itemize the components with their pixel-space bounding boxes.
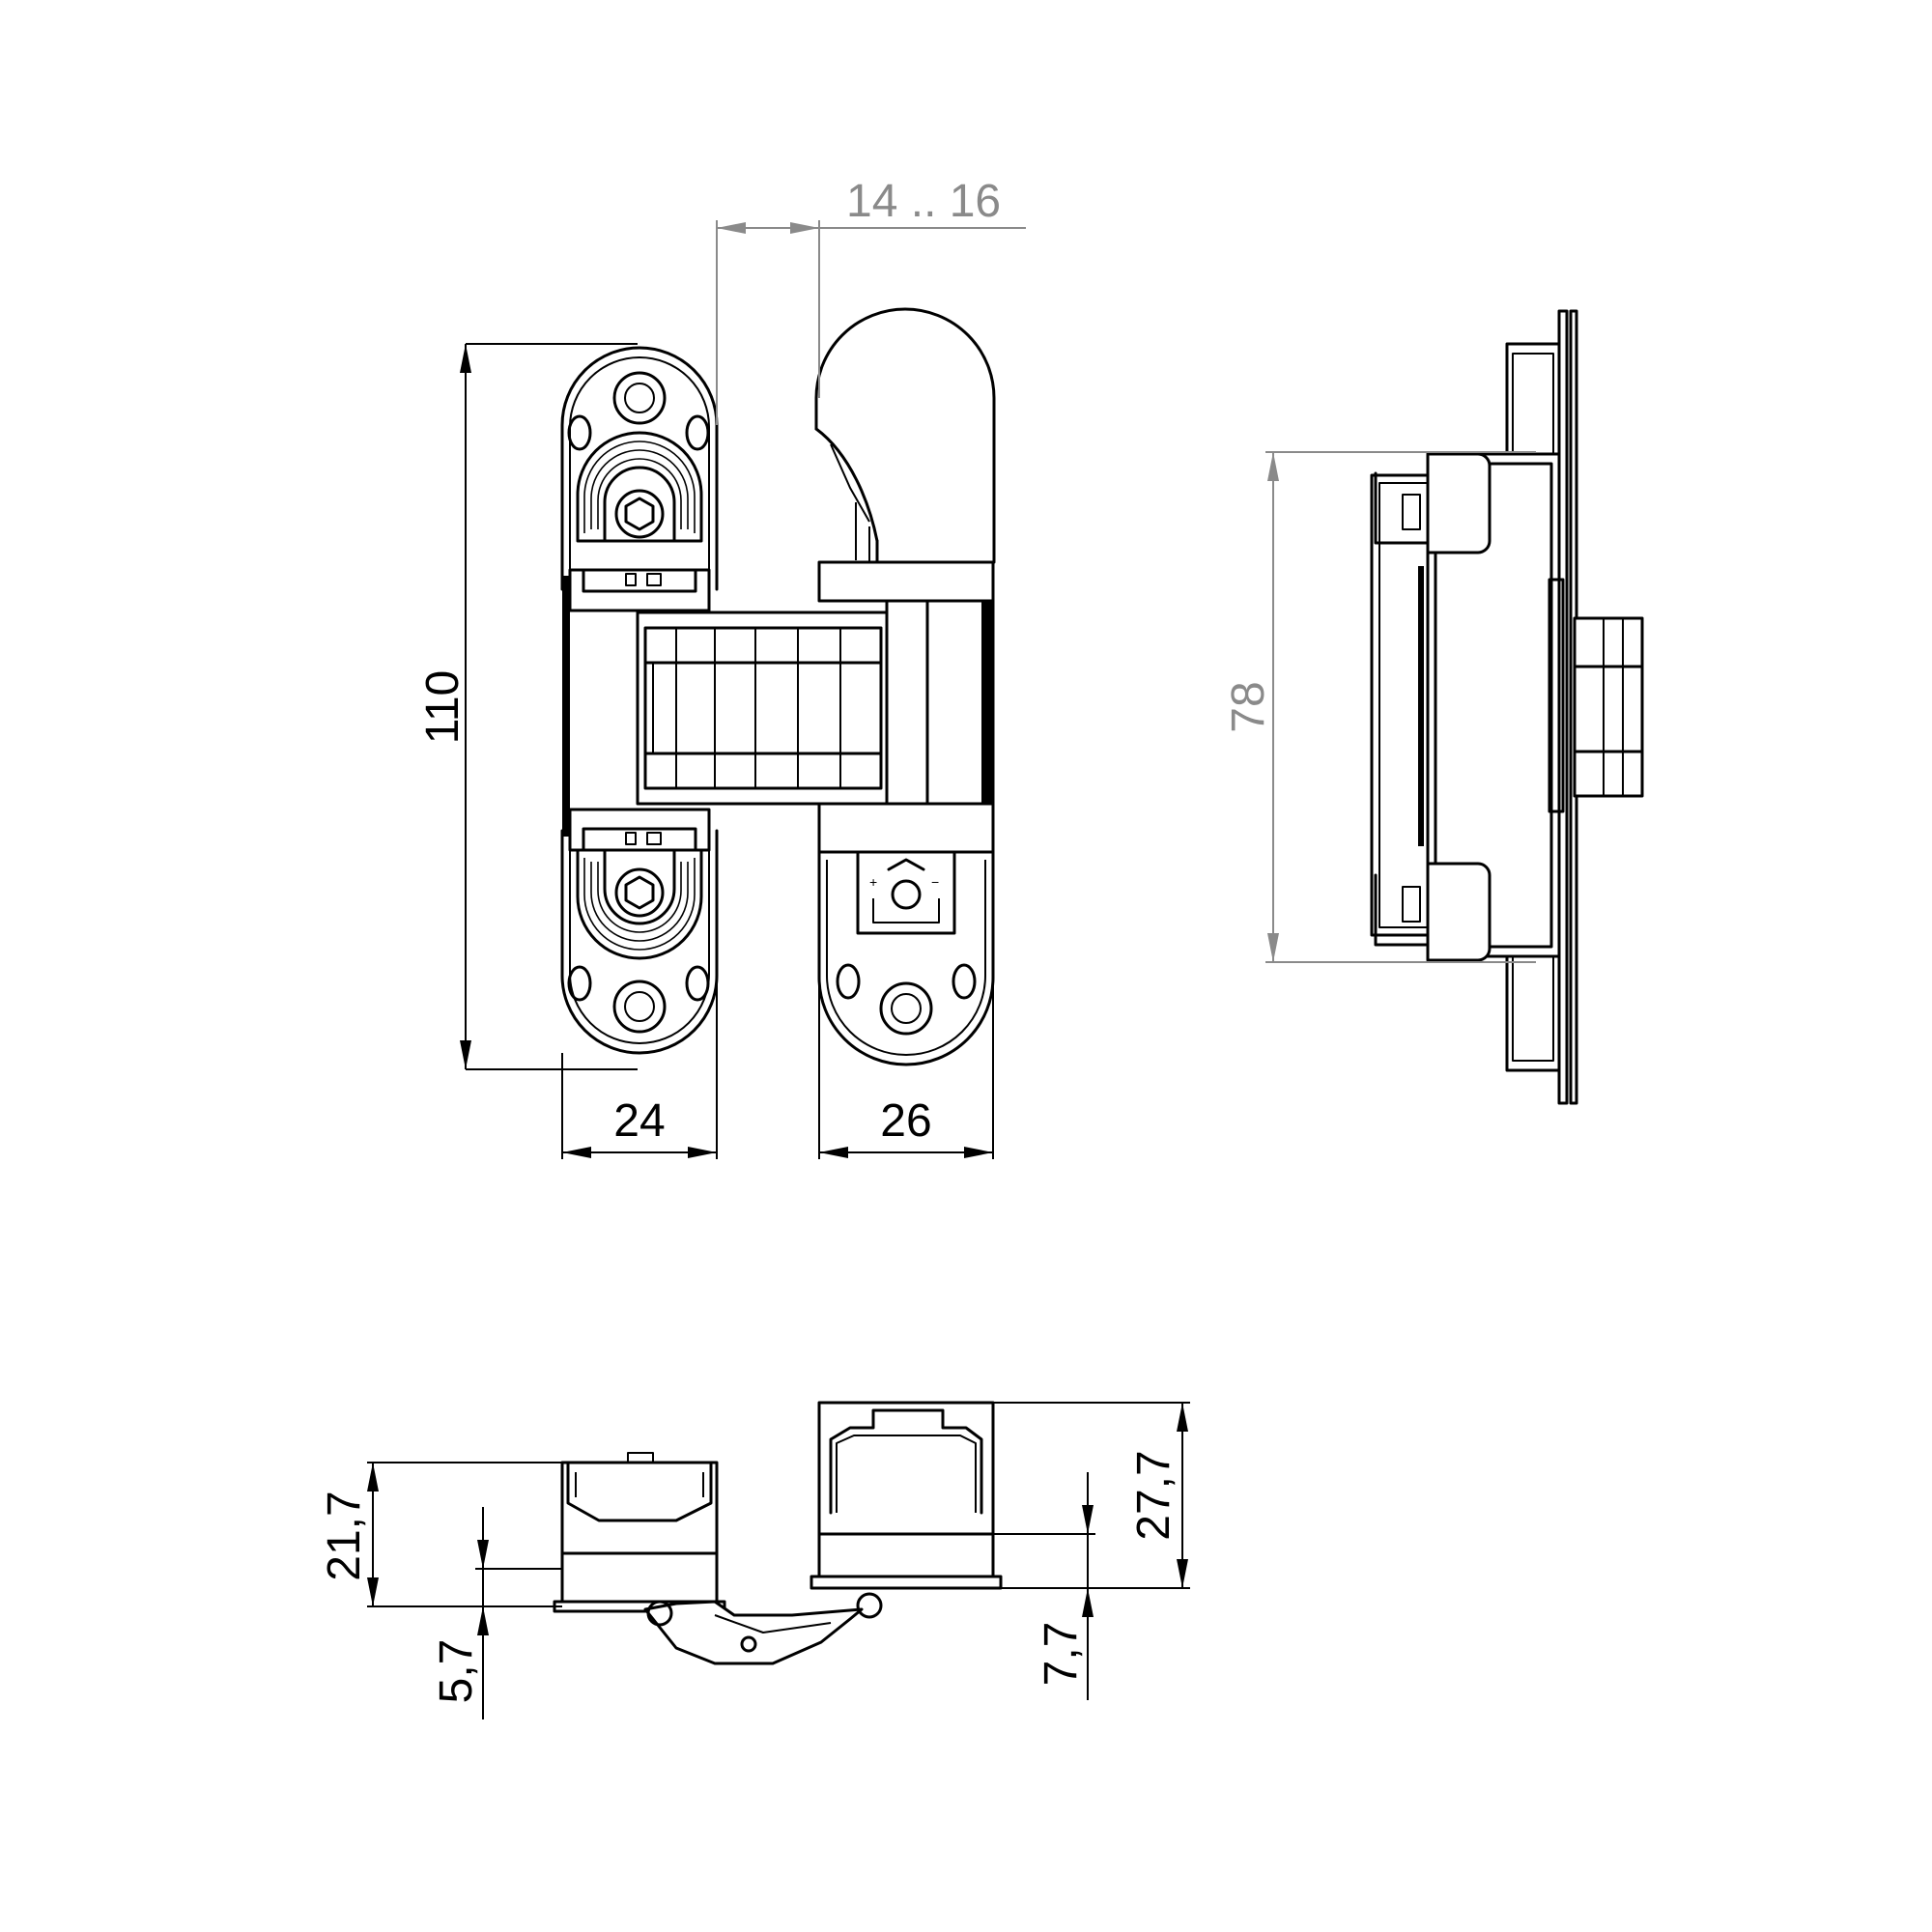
- dimension-bottom-21-7: 21,7: [319, 1462, 599, 1607]
- right-bottom-mounting-hole: [879, 981, 933, 1036]
- dim-label-5-7: 5,7: [431, 1639, 482, 1704]
- dim-label-21-7: 21,7: [319, 1491, 370, 1580]
- bottom-mounting-hole: [612, 980, 667, 1034]
- dimension-width-26: 26: [818, 978, 994, 1159]
- dimension-bottom-27-7: 27,7: [993, 1402, 1190, 1589]
- top-mounting-hole: [612, 371, 667, 425]
- dim-label-14-16: 14 .. 16: [846, 176, 1001, 227]
- front-view-linkage: [636, 611, 891, 806]
- dim-label-110: 110: [417, 670, 469, 745]
- dim-label-26: 26: [880, 1095, 931, 1147]
- bottom-view: [553, 1401, 1003, 1665]
- right-bottom-slot-right: [952, 963, 977, 1000]
- side-view: [1370, 309, 1644, 1105]
- dim-label-78: 78: [1223, 681, 1274, 732]
- dimension-height-110: 110: [417, 343, 638, 1070]
- bottom-slot-left: [567, 965, 592, 1002]
- top-cam-housing: [576, 431, 703, 543]
- dimension-bottom-7-7: 7,7: [993, 1472, 1095, 1700]
- height-adjust-window: + −: [856, 850, 956, 935]
- dim-label-27-7: 27,7: [1128, 1450, 1179, 1540]
- front-view-left-plate: [560, 346, 719, 1055]
- adjust-minus-symbol: −: [931, 874, 939, 890]
- front-view-right-plate: + −: [814, 307, 996, 1066]
- right-bottom-slot-left: [836, 963, 861, 1000]
- bottom-slot-right: [685, 965, 710, 1002]
- adjust-plus-symbol: +: [869, 874, 877, 890]
- dimension-width-24: 24: [561, 976, 718, 1159]
- dimension-gap-14-16: 14 .. 16: [716, 176, 1026, 425]
- dim-label-7-7: 7,7: [1036, 1622, 1087, 1687]
- dim-label-24: 24: [613, 1095, 665, 1147]
- dimension-bottom-5-7: 5,7: [431, 1507, 562, 1719]
- top-slot-left: [567, 414, 592, 451]
- bottom-cam-housing: [576, 848, 703, 960]
- upper-knuckle-block: [568, 568, 711, 620]
- top-slot-right: [685, 414, 710, 451]
- lower-knuckle-block: [568, 808, 711, 852]
- dimension-side-78: 78: [1223, 451, 1536, 963]
